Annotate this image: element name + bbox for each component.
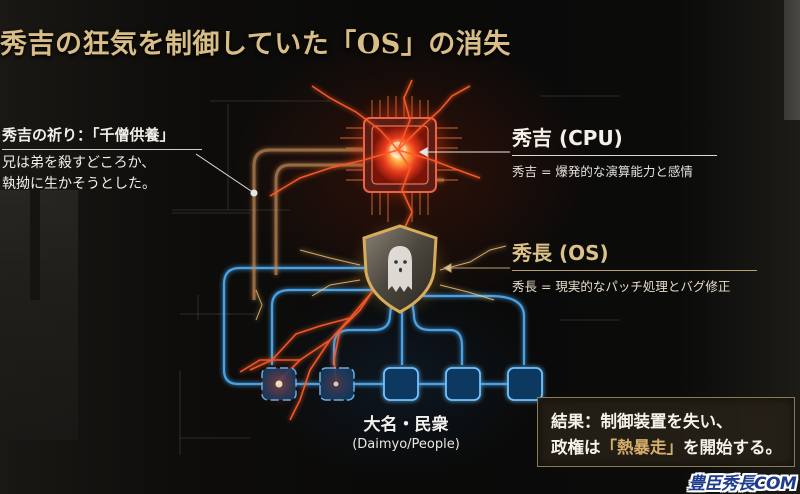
callout-cpu: 秀吉 (CPU) 秀吉 = 爆発的な演算能力と感情 (512, 122, 717, 180)
people-label-jp: 大名・民衆 (363, 415, 449, 435)
result-line-2-pre: 政権は (551, 438, 601, 457)
callout-cpu-heading: 秀吉 (CPU) (512, 126, 623, 150)
result-line-1: 結果：制御装置を失い、 (551, 412, 733, 431)
people-label: 大名・民衆 (Daimyo/People) (346, 410, 466, 452)
node-shattered-2 (319, 367, 355, 401)
result-line-2: 政権は「熱暴走」を開始する。 (551, 434, 782, 458)
callout-cpu-sub: 秀吉 = 爆発的な演算能力と感情 (512, 164, 693, 179)
node-intact-1 (383, 367, 419, 401)
divider (512, 155, 717, 156)
divider (512, 270, 757, 271)
callout-prayer-body: 兄は弟を殺すどころか、 執拗に生かそうとした。 (2, 153, 202, 195)
callout-pointers (195, 147, 510, 197)
callout-os-sub: 秀長 = 現実的なパッチ処理とバグ修正 (512, 279, 731, 294)
callout-prayer-line-2: 執拗に生かそうとした。 (2, 176, 156, 192)
result-box: 結果：制御装置を失い、 政権は「熱暴走」を開始する。 (537, 397, 795, 467)
node-shattered-1 (261, 367, 297, 401)
stone-wall-right (784, 0, 800, 120)
node-intact-3 (507, 367, 543, 401)
stone-wall-left (0, 190, 78, 440)
result-line-2-post: を開始する。 (683, 438, 782, 457)
os-pointer (442, 263, 510, 273)
people-label-en: (Daimyo/People) (352, 437, 460, 452)
node-boxes (261, 367, 543, 401)
callout-os-heading: 秀長 (OS) (512, 241, 609, 265)
divider (2, 149, 202, 150)
watermark: 豊臣秀長COM (688, 474, 797, 494)
hud-lines (172, 95, 620, 455)
callout-prayer: 秀吉の祈り：「千僧供養」 兄は弟を殺すどころか、 執拗に生かそうとした。 (2, 124, 202, 195)
shield-ghost-icon (362, 224, 438, 314)
callout-prayer-line-1: 兄は弟を殺すどころか、 (2, 155, 156, 171)
node-intact-2 (445, 367, 481, 401)
gold-sparks (255, 245, 507, 321)
page-title: 秀吉の狂気を制御していた「OS」の消失 (0, 29, 511, 60)
result-highlight: 「熱暴走」 (600, 438, 684, 457)
callout-os: 秀長 (OS) 秀長 = 現実的なパッチ処理とバグ修正 (512, 237, 757, 295)
callout-prayer-heading: 秀吉の祈り：「千僧供養」 (2, 126, 175, 144)
